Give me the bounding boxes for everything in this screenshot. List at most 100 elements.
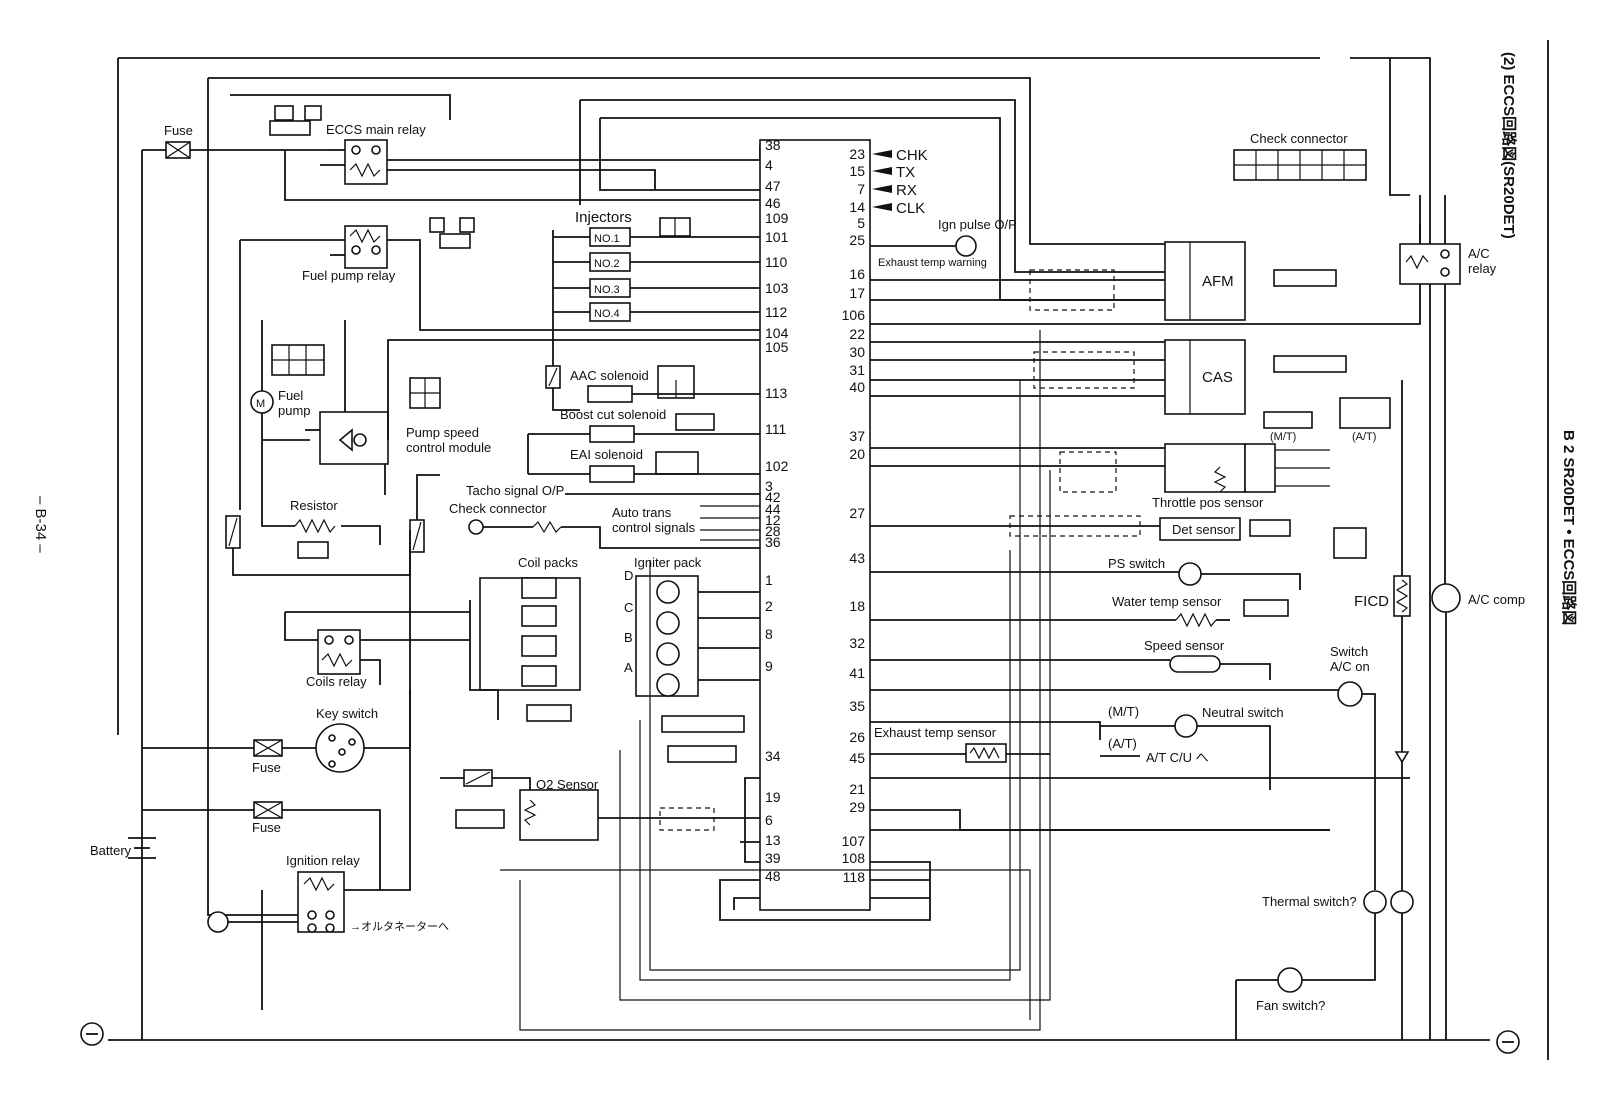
ecu-right-pin: 18 xyxy=(849,598,865,614)
aac-solenoid: AAC solenoid xyxy=(545,230,760,411)
ecu-right-pin: 108 xyxy=(842,850,866,866)
tacho-and-signals: Tacho signal O/P Check connector Auto tr… xyxy=(449,483,760,549)
ecu-right-pin: 43 xyxy=(849,550,865,566)
ac-comp-icon xyxy=(1431,583,1461,613)
diag-output-label: TX xyxy=(896,164,915,181)
ecu-left-pin: 13 xyxy=(765,832,781,848)
injectors-group: Injectors NO.1NO.2NO.3NO.4 xyxy=(553,209,760,322)
aac-solenoid-label: AAC solenoid xyxy=(570,368,649,383)
check-connector-right-label: Check connector xyxy=(1250,131,1348,146)
ecu-left-pin: 12 xyxy=(765,512,781,528)
igniter-letter: C xyxy=(624,600,633,615)
injector-label: NO.4 xyxy=(594,308,620,320)
ecu-right-pin: 40 xyxy=(849,379,865,395)
ecu-left-pin: 36 xyxy=(765,534,781,550)
ecu-right-pin: 30 xyxy=(849,344,865,360)
ecu-left-pin: 3 xyxy=(765,478,773,494)
ecu-right-pin: 31 xyxy=(849,362,865,378)
thermal-switch-icon xyxy=(1363,890,1387,914)
check-connector-left-label: Check connector xyxy=(449,501,547,516)
ecu-right-pin: 41 xyxy=(849,665,865,681)
ac-comp: A/C comp xyxy=(1431,583,1525,1040)
ecu-right-pin-labels: 2315714525161710622303140372027431832413… xyxy=(842,146,866,885)
det-sensor: Det sensor xyxy=(870,515,1367,559)
ecu-left-pin-labels: 3844746109101110103112104105113111102342… xyxy=(765,137,789,884)
throttle-pos-sensor: Throttle pos sensor (M/T) (A/T) xyxy=(870,397,1391,510)
ac-comp-label: A/C comp xyxy=(1468,592,1525,607)
throttle-pos-sensor-label: Throttle pos sensor xyxy=(1152,495,1264,510)
page-number: – B-34 – xyxy=(32,496,49,553)
ecu-left-pin: 47 xyxy=(765,178,781,194)
ecu-right-pin: 118 xyxy=(843,869,866,885)
key-switch: Key switch xyxy=(142,690,411,773)
thermal-switch-label: Thermal switch? xyxy=(1262,894,1357,909)
fuse-top-label: Fuse xyxy=(164,123,193,138)
ign-pulse-meter-icon xyxy=(955,235,977,257)
neutral-switch-label: Neutral switch xyxy=(1202,705,1284,720)
ecu-right-pin: 26 xyxy=(849,729,865,745)
ign-pulse-label: Ign pulse O/P xyxy=(938,217,1017,232)
fan-switch: Fan switch? xyxy=(1235,913,1376,1040)
eccs-main-relay-label: ECCS main relay xyxy=(326,122,426,137)
ecu-left-pin: 102 xyxy=(765,458,789,474)
diag-output-label: CHK xyxy=(896,147,928,164)
fuse-low: Fuse xyxy=(142,801,381,890)
injector-label: NO.1 xyxy=(594,233,620,245)
check-connector-left-icon xyxy=(468,519,484,535)
ign-pulse: Ign pulse O/P Exhaust temp warning xyxy=(870,217,1017,269)
diag-output-label: CLK xyxy=(896,200,925,217)
ecu-left-pin: 109 xyxy=(765,210,789,226)
eai-solenoid: EAI solenoid xyxy=(527,434,760,483)
ecu-left-pin: 9 xyxy=(765,658,773,674)
ecu-left-pin: 111 xyxy=(765,421,786,437)
injector-label: NO.2 xyxy=(594,258,620,270)
fuel-pump-relay: Fuel pump relay xyxy=(239,217,760,510)
eai-solenoid-label: EAI solenoid xyxy=(570,447,643,462)
water-temp-sensor-label: Water temp sensor xyxy=(1112,594,1222,609)
tacho-signal-label: Tacho signal O/P xyxy=(466,483,564,498)
ecu-right-pin: 45 xyxy=(849,750,865,766)
diag-output-arrow-icon xyxy=(872,150,892,158)
det-sensor-label: Det sensor xyxy=(1172,522,1236,537)
ecu-left-pin: 105 xyxy=(765,339,789,355)
ecu-right-pin: 37 xyxy=(849,428,865,444)
fuse-top: Fuse xyxy=(142,123,330,159)
ecu-right-pin: 107 xyxy=(842,833,866,849)
ecu-left-pin: 28 xyxy=(765,523,781,539)
ecu-right-pin: 21 xyxy=(849,781,865,797)
cas-label: CAS xyxy=(1202,369,1233,386)
ecu-left-pin: 48 xyxy=(765,868,781,884)
switch-ac-on-icon xyxy=(1337,681,1363,707)
mt-label: (M/T) xyxy=(1108,704,1139,719)
ficd-label: FICD xyxy=(1354,593,1389,610)
igniter-letter: B xyxy=(624,630,633,645)
ecu-left-pin: 110 xyxy=(765,254,788,270)
neutral-switch-icon xyxy=(1174,714,1198,738)
vertical-title: (2) ECCS回路図(SR20DET) xyxy=(1500,52,1518,239)
ignition-relay-label: Ignition relay xyxy=(286,853,360,868)
ecu-left-pin: 8 xyxy=(765,626,773,642)
ecu-right-pin: 23 xyxy=(849,146,865,162)
key-switch-label: Key switch xyxy=(316,706,378,721)
neutral-switch: Neutral switch (M/T) (A/T) A/T C/U へ xyxy=(870,704,1284,790)
resistor-label: Resistor xyxy=(290,498,338,513)
igniter-pack-label: Igniter pack xyxy=(634,555,702,570)
ecu-right-pin: 15 xyxy=(849,163,865,179)
fan-switch-icon xyxy=(1277,967,1303,993)
boost-cut-solenoid: Boost cut solenoid xyxy=(528,407,760,443)
igniter-letter: D xyxy=(624,568,633,583)
resistor: Resistor xyxy=(225,440,440,576)
ecu-right-pin: 106 xyxy=(842,307,866,323)
boost-cut-solenoid-label: Boost cut solenoid xyxy=(560,407,666,422)
injector-label: NO.3 xyxy=(594,284,620,296)
ecu-left-pin: 1 xyxy=(765,572,773,588)
outer-wiring xyxy=(108,57,1490,1041)
ficd: FICD xyxy=(1354,380,1411,1040)
